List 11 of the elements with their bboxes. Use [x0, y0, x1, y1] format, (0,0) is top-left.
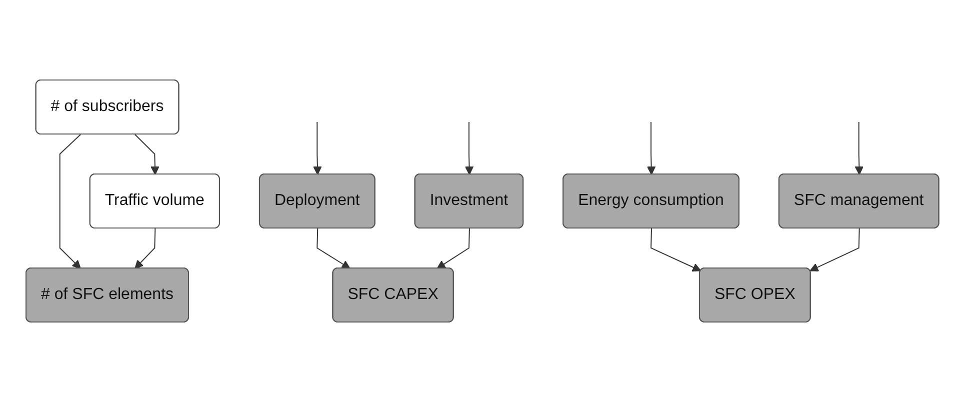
arrow — [854, 122, 864, 175]
arrow — [312, 122, 322, 175]
arrow — [646, 122, 656, 175]
arrow — [134, 228, 156, 269]
arrow — [650, 228, 701, 272]
arrow — [436, 228, 470, 269]
arrow — [316, 228, 350, 269]
arrow — [58, 134, 81, 269]
arrow — [134, 134, 159, 175]
arrow — [809, 228, 860, 272]
arrow — [464, 122, 474, 175]
